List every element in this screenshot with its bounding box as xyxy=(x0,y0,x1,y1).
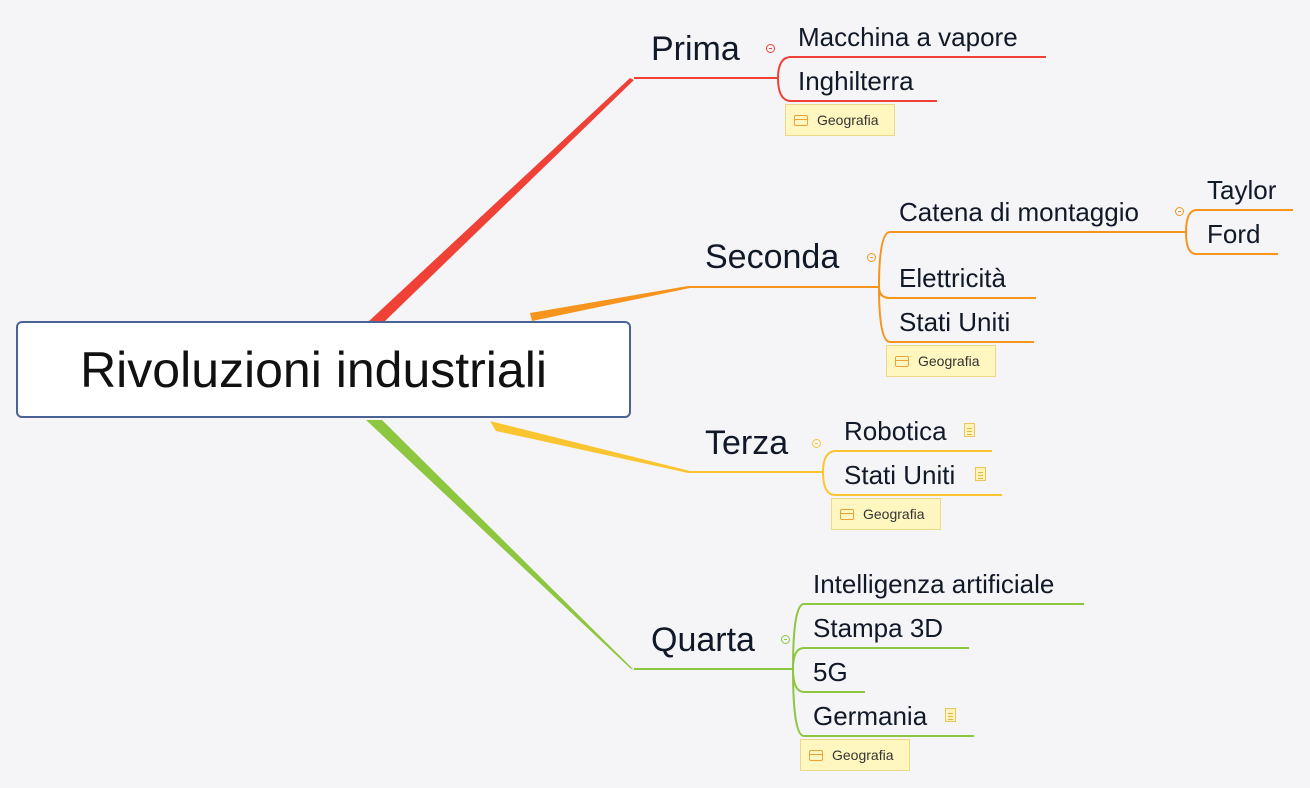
tag-label: Geografia xyxy=(863,506,925,522)
branch-quarta-connector xyxy=(366,420,634,670)
subtopic-stampa-3d[interactable]: Stampa 3D xyxy=(813,613,944,643)
subtopic-robotica[interactable]: Robotica xyxy=(844,416,947,446)
topic-quarta[interactable]: Quarta xyxy=(651,621,755,659)
tag-label: Geografia xyxy=(832,747,894,763)
tag-geografia[interactable]: Geografia xyxy=(800,739,910,771)
topic-prima[interactable]: Prima xyxy=(651,30,740,68)
note-icon[interactable] xyxy=(975,467,986,481)
tag-geografia[interactable]: Geografia xyxy=(886,345,996,377)
collapse-circle-icon[interactable] xyxy=(812,439,821,448)
tag-label-icon xyxy=(809,749,823,761)
subtopic-stati-uniti[interactable]: Stati Uniti xyxy=(844,460,956,490)
subtopic-stati-uniti[interactable]: Stati Uniti xyxy=(899,307,1011,337)
tag-label: Geografia xyxy=(918,353,980,369)
tag-geografia[interactable]: Geografia xyxy=(785,104,895,136)
collapse-circle-icon[interactable] xyxy=(1175,207,1184,216)
note-icon[interactable] xyxy=(964,423,975,437)
subtopic-inghilterra[interactable]: Inghilterra xyxy=(798,66,914,96)
tag-label-icon xyxy=(895,355,909,367)
subtopic-5g[interactable]: 5G xyxy=(813,657,848,687)
subtopic-elettricita[interactable]: Elettricità xyxy=(899,263,1006,293)
subtopic-germania[interactable]: Germania xyxy=(813,701,928,731)
quarta-lines xyxy=(634,603,1084,737)
root-topic-label: Rivoluzioni industriali xyxy=(80,341,547,398)
prima-lines xyxy=(634,56,1046,102)
seconda-lines xyxy=(688,209,1293,343)
note-icon[interactable] xyxy=(945,708,956,722)
collapse-circle-icon[interactable] xyxy=(867,253,876,262)
topic-terza[interactable]: Terza xyxy=(705,424,789,462)
terza-lines xyxy=(688,450,1002,496)
collapse-circle-icon[interactable] xyxy=(781,635,790,644)
subtopic-catena-di-montaggio[interactable]: Catena di montaggio xyxy=(899,197,1139,227)
collapse-circle-icon[interactable] xyxy=(766,44,775,53)
tag-geografia[interactable]: Geografia xyxy=(831,498,941,530)
branch-terza-connector xyxy=(490,421,690,473)
subtopic-intelligenza-artificiale[interactable]: Intelligenza artificiale xyxy=(813,569,1055,599)
tag-label: Geografia xyxy=(817,112,879,128)
root-topic[interactable]: Rivoluzioni industriali xyxy=(16,321,631,418)
subtopic-ford[interactable]: Ford xyxy=(1207,219,1261,249)
tag-label-icon xyxy=(840,508,854,520)
branch-prima-connector xyxy=(368,78,634,322)
tag-label-icon xyxy=(794,114,808,126)
subtopic-macchina-a-vapore[interactable]: Macchina a vapore xyxy=(798,22,1018,52)
topic-seconda[interactable]: Seconda xyxy=(705,238,840,276)
branch-seconda-connector xyxy=(530,286,690,321)
subtopic-taylor[interactable]: Taylor xyxy=(1207,175,1277,205)
